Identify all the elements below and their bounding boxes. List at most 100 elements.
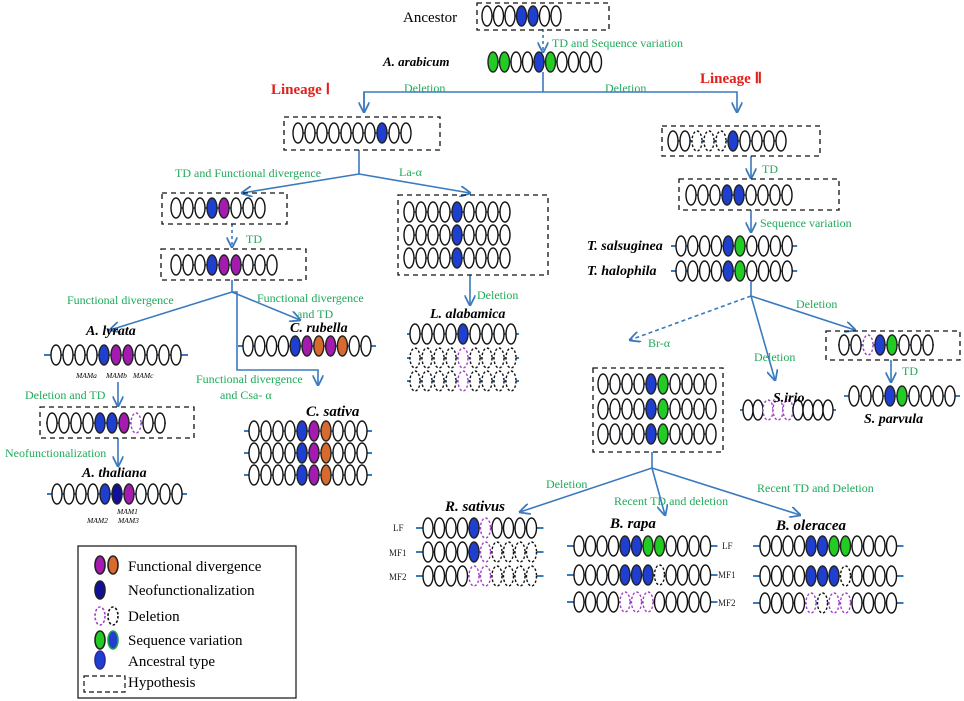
- gene-ellipse: [860, 385, 872, 407]
- hypothesis-boxes: [39, 2, 961, 453]
- gene-ellipse: [579, 51, 591, 73]
- gene-ellipse: [254, 254, 266, 276]
- row-c-sativa-2: [244, 442, 372, 464]
- gene-ellipse: [439, 224, 451, 246]
- label-td-l2: TD: [762, 162, 778, 176]
- gene-ellipse: [130, 412, 142, 434]
- gene-ellipse: [710, 260, 723, 282]
- gene-ellipse: [272, 442, 284, 464]
- gene-ellipse: [630, 535, 643, 557]
- row-t-halophila: [671, 260, 798, 282]
- gene-ellipse: [698, 260, 711, 282]
- legend-deletion: Deletion: [128, 609, 180, 625]
- gene-ellipse: [445, 323, 457, 345]
- label-s-irio: S.irio: [773, 391, 805, 406]
- box-lineage2: [661, 125, 821, 157]
- gene-ellipse: [218, 254, 230, 276]
- gene-ellipse: [456, 565, 469, 587]
- gene-ellipse: [433, 541, 446, 563]
- legend-swatch-seq-green: [94, 630, 106, 650]
- gene-ellipse: [556, 51, 568, 73]
- gene-ellipse: [665, 591, 677, 613]
- gene-ellipse: [348, 335, 360, 357]
- gene-ellipse: [693, 423, 705, 445]
- gene-ellipse: [676, 564, 689, 586]
- gene-ellipse: [254, 335, 266, 357]
- legend-swatch-orange: [107, 555, 119, 575]
- row-l-alabamica-2: [407, 347, 519, 369]
- gene-ellipse: [308, 420, 320, 442]
- gene-ellipse: [874, 334, 886, 356]
- gene-ellipse: [248, 464, 260, 486]
- gene-ellipse: [170, 197, 182, 219]
- gene-ellipse: [422, 517, 434, 539]
- gene-ellipse: [839, 535, 852, 557]
- gene-ellipse: [308, 442, 320, 464]
- gene-ellipse: [427, 224, 439, 246]
- gene-ellipse: [793, 535, 806, 557]
- row-td: [170, 254, 278, 276]
- gene-ellipse: [284, 464, 296, 486]
- gene-ellipse: [433, 347, 445, 369]
- gene-ellipse: [433, 517, 446, 539]
- gene-ellipse: [885, 565, 898, 587]
- row-b-oleracea-2: [753, 565, 904, 587]
- label-td-func-div: TD and Functional divergence: [175, 166, 321, 180]
- gene-ellipse: [170, 344, 182, 366]
- label-c-sativa: C. sativa: [306, 404, 360, 420]
- gene-ellipse: [805, 535, 817, 557]
- gene-ellipse: [805, 565, 817, 587]
- row-c-rubella: [238, 335, 376, 357]
- gene-ellipse: [142, 412, 154, 434]
- label-t-salsuginea: T. salsuginea: [587, 239, 663, 254]
- label-deletion-la: Deletion: [477, 288, 518, 302]
- gene-ellipse: [499, 201, 511, 223]
- gene-ellipse: [206, 254, 218, 276]
- gene-ellipse: [218, 197, 230, 219]
- box-td: [160, 248, 307, 281]
- gene-ellipse: [254, 197, 266, 219]
- gene-ellipse: [885, 535, 898, 557]
- gene-ellipse: [502, 517, 515, 539]
- box-s-parvula: [825, 330, 961, 361]
- gene-ellipse: [272, 464, 284, 486]
- label-recent-td-del2: Recent TD and Deletion: [757, 481, 874, 495]
- gene-ellipse: [828, 565, 840, 587]
- gene-ellipse: [908, 385, 920, 407]
- gene-ellipse: [481, 347, 493, 369]
- row-t-salsuginea: [671, 235, 798, 257]
- gene-ellipse: [493, 370, 505, 392]
- gene-ellipse: [812, 399, 824, 421]
- gene-ellipse: [681, 423, 693, 445]
- gene-ellipse: [98, 344, 110, 366]
- gene-ellipse: [751, 130, 763, 152]
- gene-ellipse: [782, 535, 794, 557]
- box-la-alpha: [397, 194, 549, 276]
- gene-ellipse: [642, 591, 654, 613]
- label-r-mf1: MF1: [389, 548, 407, 558]
- box-lineage1: [283, 116, 441, 151]
- gene-ellipse: [468, 541, 480, 563]
- gene-ellipse: [544, 51, 557, 73]
- gene-ellipse: [248, 442, 260, 464]
- gene-ellipse: [320, 420, 332, 442]
- gene-ellipse: [709, 184, 721, 206]
- legend-neofunctionalization: Neofunctionalization: [128, 583, 255, 599]
- gene-ellipse: [457, 370, 469, 392]
- gene-ellipse: [46, 412, 58, 434]
- gene-ellipse: [746, 260, 758, 282]
- gene-ellipse: [498, 51, 511, 73]
- gene-ellipse: [260, 420, 272, 442]
- gene-ellipse: [456, 541, 469, 563]
- label-lineage1: Lineage Ⅰ: [271, 82, 330, 98]
- gene-ellipse: [356, 420, 368, 442]
- gene-ellipse: [621, 398, 633, 420]
- gene-ellipse: [324, 335, 337, 357]
- gene-ellipse: [759, 535, 771, 557]
- gene-ellipse: [816, 535, 829, 557]
- row-b-oleracea-3: [753, 592, 904, 614]
- gene-ellipse: [733, 184, 745, 206]
- gene-ellipse: [505, 347, 517, 369]
- gene-ellipse: [364, 122, 376, 144]
- gene-ellipse: [874, 565, 886, 587]
